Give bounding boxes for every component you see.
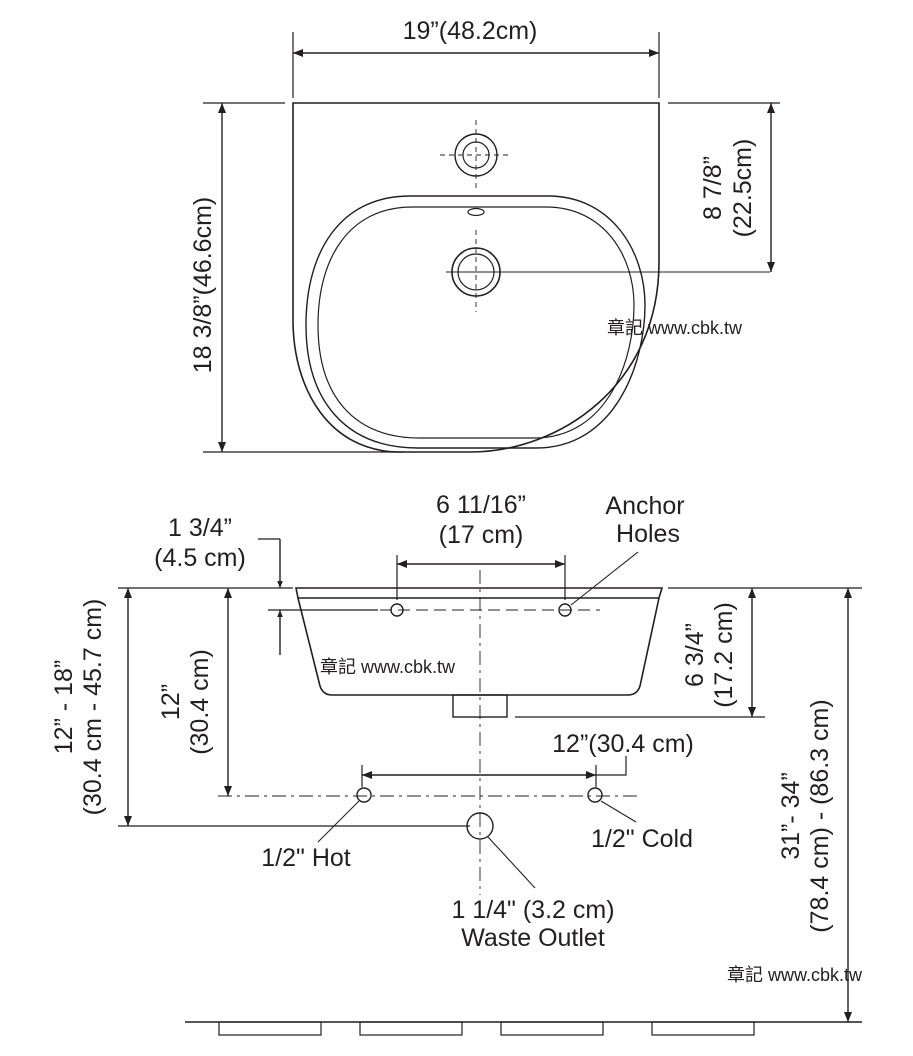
depth-label-line1: 6 3/4” — [681, 623, 709, 687]
drain-hole — [446, 230, 770, 312]
rim-label-line2: (4.5 cm) — [154, 544, 246, 572]
watermark: 章記 www.cbk.tw — [727, 965, 863, 985]
floor-label-line2: (78.4 cm) - (86.3 cm) — [806, 699, 834, 932]
hot-supply — [356, 787, 372, 803]
watermark: 章記 www.cbk.tw — [607, 318, 743, 338]
width-label: 19”(48.2cm) — [403, 17, 538, 45]
anchor-spacing-line1: 6 11/16” — [436, 491, 526, 519]
waste-outlet — [466, 812, 494, 840]
cold-label: 1/2" Cold — [591, 825, 693, 853]
side-view: 6 11/16” (17 cm) Anchor Holes 1 3/4” (4.… — [50, 491, 863, 1036]
hot-label: 1/2" Hot — [261, 844, 351, 872]
anchor-holes-line1: Anchor — [605, 492, 684, 520]
offset-label-line1: 8 7/8” — [699, 156, 727, 220]
anchor-spacing-line2: (17 cm) — [439, 521, 524, 549]
rim-label-line1: 1 3/4” — [168, 514, 232, 542]
waste-label-line2: Waste Outlet — [461, 924, 605, 952]
top-view: 19”(48.2cm) 18 3/8”(46.6cm) 8 7/8” (22.5… — [189, 17, 780, 453]
waste-label-line1: 1 1/4" (3.2 cm) — [451, 896, 614, 924]
basin-rim — [295, 587, 664, 599]
range-label-line1: 12” - 18” — [50, 660, 78, 754]
bowl-inner-oval — [317, 206, 635, 439]
supply-spacing-label: 12”(30.4 cm) — [552, 730, 694, 758]
floor-line — [185, 1021, 862, 1036]
watermark: 章記 www.cbk.tw — [320, 657, 456, 677]
basin-body — [297, 597, 660, 696]
height-label: 18 3/8”(46.6cm) — [189, 197, 217, 373]
drop-label-line2: (30.4 cm) — [186, 649, 214, 755]
cold-supply — [587, 787, 603, 803]
offset-label-line2: (22.5cm) — [729, 139, 757, 238]
bowl-outer-oval — [305, 195, 646, 449]
faucet-hole — [440, 120, 512, 190]
floor-label-line1: 31”- 34” — [777, 772, 805, 860]
overflow-hole — [467, 207, 485, 217]
drop-label-line1: 12” — [157, 684, 185, 720]
depth-label-line2: (17.2 cm) — [710, 602, 738, 708]
range-label-line2: (30.4 cm - 45.7 cm) — [79, 599, 107, 816]
basin-outline — [292, 102, 660, 453]
anchor-holes-line2: Holes — [616, 520, 680, 548]
